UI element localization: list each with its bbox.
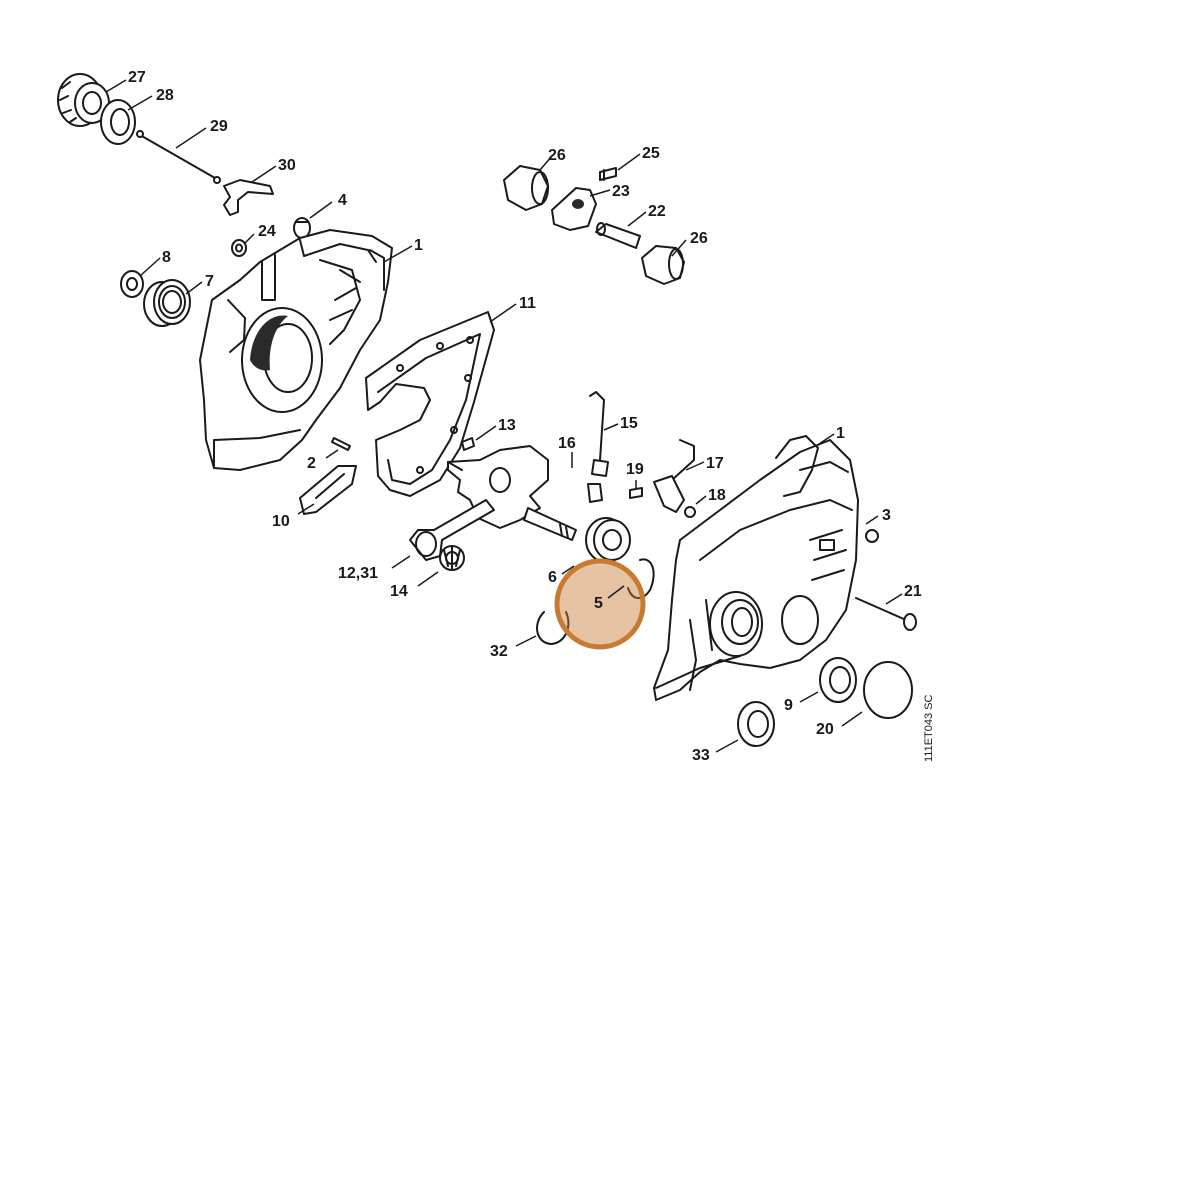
part-16-filter[interactable] bbox=[587, 483, 603, 503]
part-18-pin[interactable] bbox=[684, 506, 696, 518]
part-32-circlip[interactable] bbox=[536, 611, 570, 645]
part-2-pin[interactable] bbox=[331, 437, 351, 451]
callout-9: 9 bbox=[784, 697, 793, 714]
callout-29: 29 bbox=[210, 118, 228, 135]
leader-lines bbox=[105, 79, 903, 753]
part-19-screw[interactable] bbox=[629, 487, 643, 499]
callout-32: 32 bbox=[490, 643, 508, 660]
part-8-oil-seal[interactable] bbox=[120, 270, 144, 298]
part-14-needle-cage[interactable] bbox=[439, 545, 465, 571]
part-7-ball-bearing[interactable] bbox=[143, 279, 191, 327]
callout-19: 19 bbox=[626, 461, 644, 478]
callout-25: 25 bbox=[642, 145, 660, 162]
callout-5: 5 bbox=[594, 595, 603, 612]
part-12-31-connecting-rod[interactable] bbox=[409, 499, 495, 561]
callout-16: 16 bbox=[558, 435, 576, 452]
part-1-crankcase-left[interactable] bbox=[199, 229, 393, 471]
callout-6: 6 bbox=[548, 569, 557, 586]
reference-code: 111ET043 SC bbox=[923, 694, 935, 762]
callout-20: 20 bbox=[816, 721, 834, 738]
callout-27: 27 bbox=[128, 69, 146, 86]
part-10-baffle[interactable] bbox=[299, 465, 357, 515]
callout-18: 18 bbox=[708, 487, 726, 504]
part-26-buffer-lower[interactable] bbox=[641, 245, 685, 285]
callout-11: 11 bbox=[519, 295, 536, 312]
part-22-sleeve[interactable] bbox=[595, 222, 641, 249]
callout-1-right: 1 bbox=[836, 425, 845, 442]
callout-21: 21 bbox=[904, 583, 922, 600]
part-21-bolt[interactable] bbox=[855, 597, 917, 631]
callout-26-lower: 26 bbox=[690, 230, 708, 247]
part-11-gasket[interactable] bbox=[365, 311, 495, 497]
callout-7: 7 bbox=[205, 273, 214, 290]
callout-26-upper: 26 bbox=[548, 147, 566, 164]
part-24-nut[interactable] bbox=[231, 239, 247, 257]
callout-13: 13 bbox=[498, 417, 516, 434]
part-5-circlip[interactable] bbox=[627, 558, 655, 599]
callout-14: 14 bbox=[390, 583, 408, 600]
part-6-ball-bearing[interactable] bbox=[585, 517, 631, 563]
callout-15: 15 bbox=[620, 415, 638, 432]
callout-33: 33 bbox=[692, 747, 710, 764]
part-29-wire[interactable] bbox=[136, 130, 221, 184]
callout-22: 22 bbox=[648, 203, 666, 220]
highlight-marker bbox=[554, 558, 646, 650]
part-30-bracket[interactable] bbox=[223, 179, 274, 216]
part-33-oil-seal[interactable] bbox=[737, 701, 775, 747]
callout-1-left: 1 bbox=[414, 237, 423, 254]
callout-24: 24 bbox=[258, 223, 276, 240]
part-28-washer[interactable] bbox=[100, 99, 136, 145]
callout-30: 30 bbox=[278, 157, 296, 174]
part-4-plug[interactable] bbox=[293, 217, 311, 239]
crankshaft[interactable] bbox=[447, 445, 577, 541]
part-13-key[interactable] bbox=[461, 437, 475, 451]
part-17-lever[interactable] bbox=[653, 439, 695, 513]
callout-23: 23 bbox=[612, 183, 630, 200]
part-1-crankcase-right[interactable] bbox=[653, 435, 859, 701]
callout-labels: 27 28 29 30 4 24 1 8 7 26 25 23 22 26 11… bbox=[128, 69, 922, 764]
part-26-buffer-upper[interactable] bbox=[503, 165, 549, 211]
callout-12-31: 12,31 bbox=[338, 565, 378, 582]
part-20-cover[interactable] bbox=[863, 661, 913, 719]
part-9-oil-seal[interactable] bbox=[819, 657, 857, 703]
part-23-bracket[interactable] bbox=[551, 187, 597, 231]
callout-10: 10 bbox=[272, 513, 290, 530]
part-15-oil-pickup[interactable] bbox=[589, 391, 609, 477]
callout-28: 28 bbox=[156, 87, 174, 104]
part-3-screw[interactable] bbox=[865, 529, 879, 543]
callout-3: 3 bbox=[882, 507, 891, 524]
part-25-screw[interactable] bbox=[599, 167, 617, 181]
callout-2: 2 bbox=[307, 455, 316, 472]
callout-17: 17 bbox=[706, 455, 724, 472]
callout-8: 8 bbox=[162, 249, 171, 266]
callout-4: 4 bbox=[338, 192, 347, 209]
